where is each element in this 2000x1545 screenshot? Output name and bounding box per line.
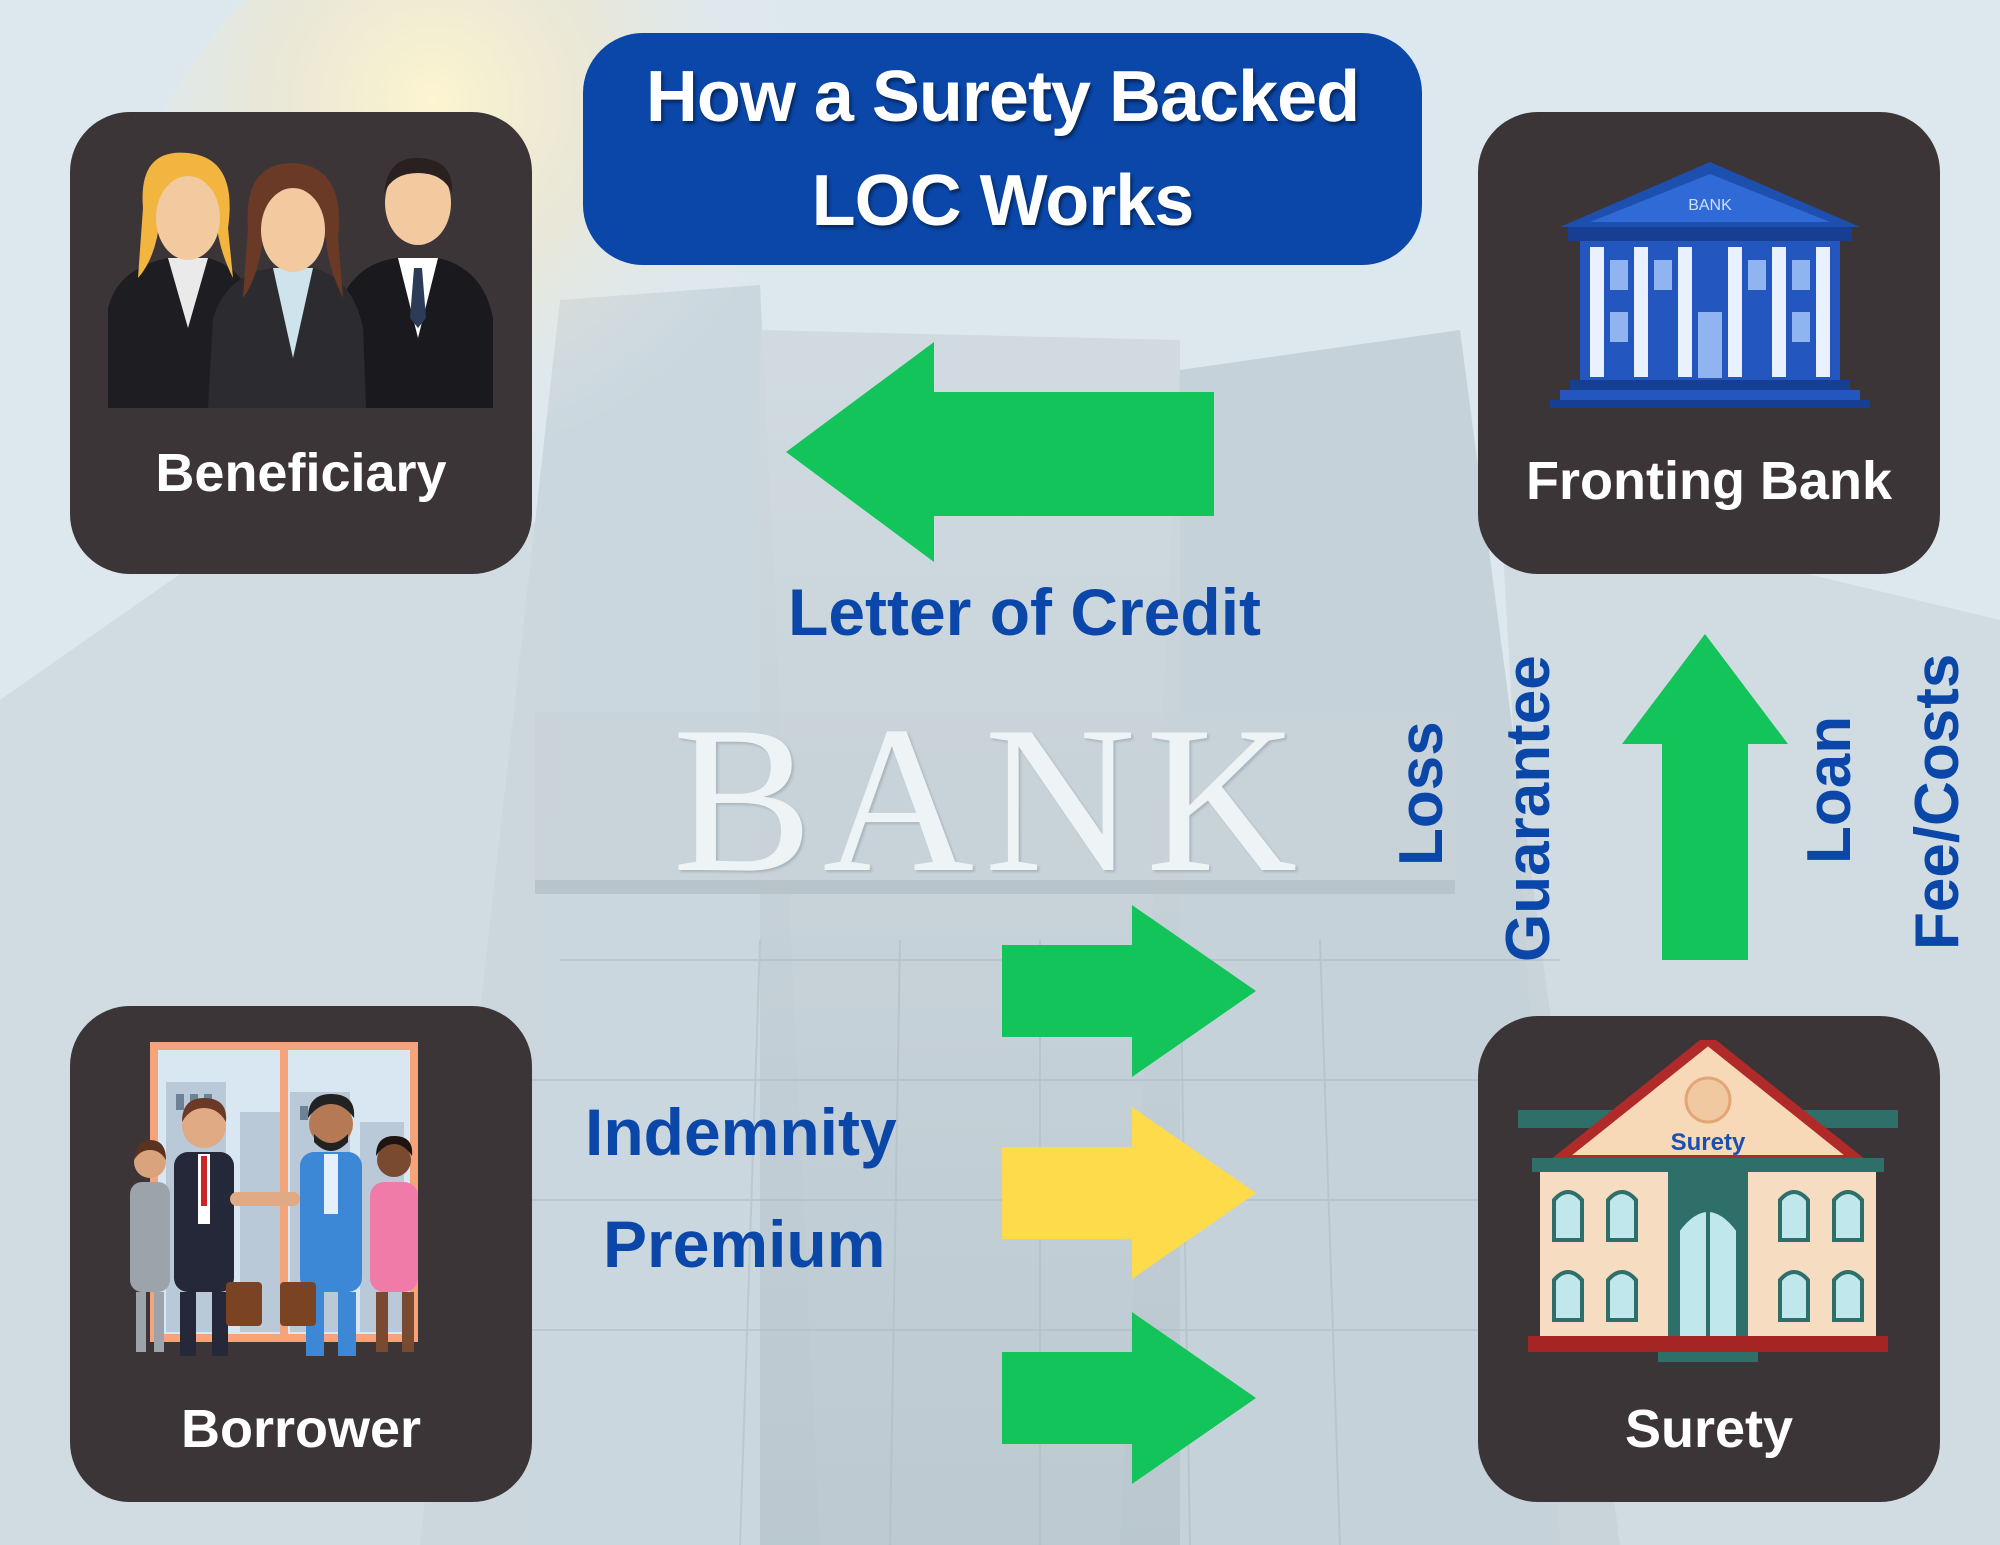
beneficiary-label: Beneficiary [155, 443, 447, 503]
surety-building-icon: Surety [1518, 1040, 1898, 1362]
letter-of-credit-arrow [786, 342, 1214, 562]
borrower-label: Borrower [180, 1399, 422, 1459]
fee-costs-label: Fee/Costs [1903, 653, 1972, 950]
guarantee-label: Guarantee [1494, 655, 1563, 962]
borrower-card: Borrower [70, 1006, 532, 1502]
beneficiary-card: Beneficiary [70, 112, 532, 574]
business-people-icon [108, 152, 493, 408]
premium-label: Premium [603, 1207, 886, 1281]
bank-building-icon: BANK [1550, 162, 1870, 408]
letter-of-credit-label: Letter of Credit [788, 575, 1262, 649]
premium-arrow [1002, 1107, 1256, 1279]
background-bank-sign: BANK [672, 684, 1308, 916]
surety-card: Surety Surety [1478, 1016, 1940, 1502]
bank-sign-text: BANK [1688, 197, 1732, 214]
handshake-people-icon [130, 1042, 418, 1356]
loan-arrow [1622, 634, 1788, 960]
loss-label: Loss [1387, 721, 1456, 866]
surety-label: Surety [1624, 1399, 1794, 1459]
loss-arrow [1002, 905, 1256, 1077]
indemnity-arrow [1002, 1312, 1256, 1484]
fronting-bank-label: Fronting Bank [1526, 451, 1892, 511]
title-line-2: LOC Works [811, 161, 1195, 241]
surety-sign-text: Surety [1671, 1129, 1746, 1156]
loan-label: Loan [1795, 715, 1864, 864]
title-banner: How a Surety Backed LOC Works [583, 33, 1422, 265]
title-line-1: How a Surety Backed [645, 57, 1360, 137]
fronting-bank-card: BANK Fronting Bank [1478, 112, 1940, 574]
indemnity-label: Indemnity [585, 1095, 897, 1169]
